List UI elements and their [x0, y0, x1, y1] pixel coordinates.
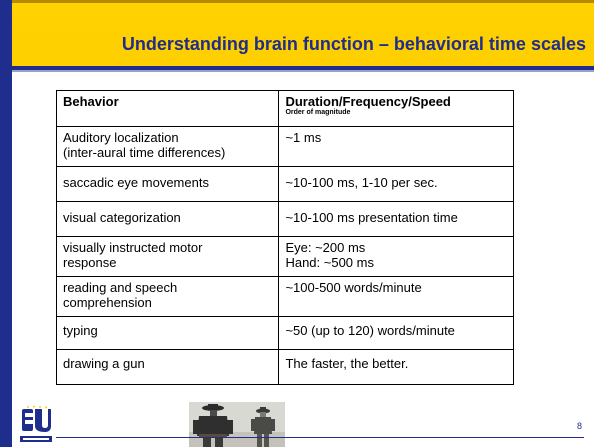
behavior-text: reading and speech [63, 280, 178, 295]
behavior-table: Behavior Duration/Frequency/Speed Order … [55, 90, 514, 385]
table-row: visual categorization ~10-100 ms present… [55, 201, 514, 237]
duration-cell: ~10-100 ms presentation time [278, 201, 514, 237]
behavior-cell: visual categorization [55, 201, 280, 237]
header-duration: Duration/Frequency/Speed [285, 94, 451, 109]
duration-cell: ~10-100 ms, 1-10 per sec. [278, 166, 514, 202]
table-row: visually instructed motor response Eye: … [55, 236, 514, 277]
duration-text: ~50 (up to 120) words/minute [285, 323, 455, 338]
header-duration-cell: Duration/Frequency/Speed Order of magnit… [278, 90, 514, 127]
eu-prima-net-logo [20, 405, 52, 442]
behavior-text: (inter-aural time differences) [63, 145, 226, 160]
behavior-cell: visually instructed motor response [55, 236, 280, 277]
duration-cell: ~50 (up to 120) words/minute [278, 316, 514, 350]
footer-rule [56, 437, 584, 438]
duration-text: ~1 ms [285, 130, 322, 145]
duration-text: ~100-500 words/minute [285, 280, 422, 295]
duration-text: ~10-100 ms, 1-10 per sec. [285, 175, 438, 190]
header-behavior-cell: Behavior [55, 90, 280, 127]
title-band-edge [12, 0, 594, 3]
title-rule-shadow [12, 70, 594, 72]
table-row: Auditory localization (inter-aural time … [55, 126, 514, 167]
behavior-cell: Auditory localization (inter-aural time … [55, 126, 280, 167]
behavior-cell: saccadic eye movements [55, 166, 280, 202]
page-number: 8 [576, 421, 582, 431]
behavior-text: visually instructed motor [63, 240, 203, 255]
duration-text: Eye: ~200 ms [285, 240, 366, 255]
table-row: drawing a gun The faster, the better. [55, 349, 514, 385]
duration-cell: The faster, the better. [278, 349, 514, 385]
behavior-cell: reading and speech comprehension [55, 276, 280, 317]
title-rule [12, 66, 594, 70]
table-row: reading and speech comprehension ~100-50… [55, 276, 514, 317]
header-duration-subtitle: Order of magnitude [285, 109, 351, 116]
behavior-cell: typing [55, 316, 280, 350]
duration-text: Hand: ~500 ms [285, 255, 374, 270]
table-row: typing ~50 (up to 120) words/minute [55, 316, 514, 350]
duration-cell: Eye: ~200 ms Hand: ~500 ms [278, 236, 514, 277]
behavior-text: comprehension [63, 295, 152, 310]
duration-cell: ~1 ms [278, 126, 514, 167]
behavior-text: saccadic eye movements [63, 175, 209, 190]
behavior-text: drawing a gun [63, 356, 145, 371]
gunslinger-left-figure [193, 404, 233, 447]
duration-text: ~10-100 ms presentation time [285, 210, 458, 225]
gunslinger-photo [189, 402, 285, 447]
behavior-text: typing [63, 323, 98, 338]
duration-cell: ~100-500 words/minute [278, 276, 514, 317]
header-behavior: Behavior [63, 94, 119, 109]
gunslinger-right-figure [251, 407, 275, 447]
behavior-text: response [63, 255, 117, 270]
behavior-cell: drawing a gun [55, 349, 280, 385]
slide-title: Understanding brain function – behaviora… [121, 34, 586, 54]
behavior-text: visual categorization [63, 210, 181, 225]
title-band [12, 0, 594, 66]
duration-text: The faster, the better. [285, 356, 409, 371]
left-accent-bar [0, 0, 12, 447]
behavior-text: Auditory localization [63, 130, 179, 145]
table-row: saccadic eye movements ~10-100 ms, 1-10 … [55, 166, 514, 202]
table-header-row: Behavior Duration/Frequency/Speed Order … [55, 90, 514, 127]
